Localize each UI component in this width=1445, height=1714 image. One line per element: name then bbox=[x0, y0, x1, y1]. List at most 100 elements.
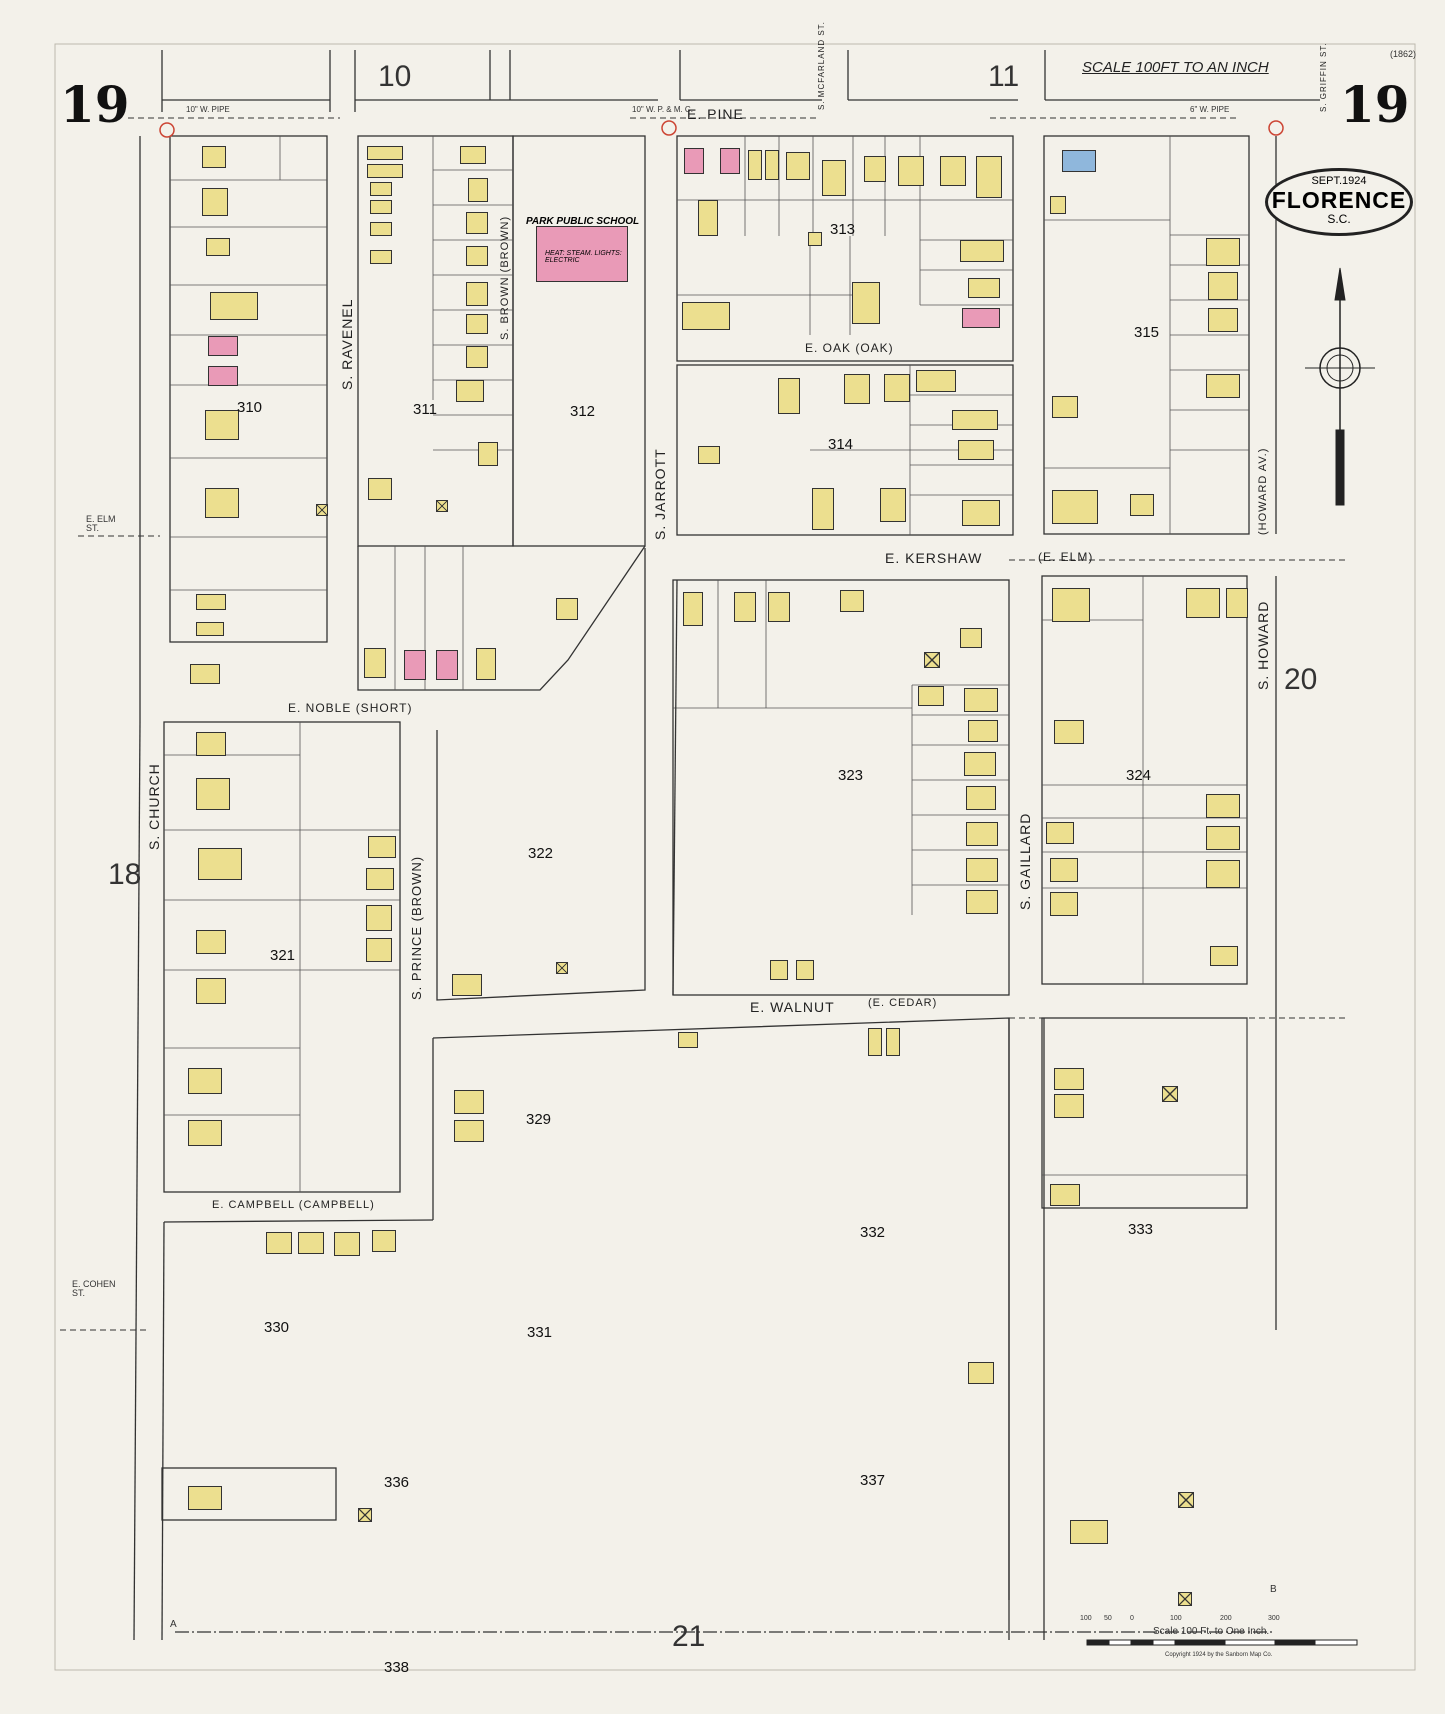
building-footprint bbox=[1052, 396, 1078, 418]
building-footprint bbox=[765, 150, 779, 180]
building-footprint bbox=[880, 488, 906, 522]
building-footprint bbox=[210, 292, 258, 320]
compass-rose bbox=[1305, 267, 1375, 506]
building-footprint bbox=[298, 1232, 324, 1254]
block-313: 313 bbox=[830, 221, 856, 238]
building-footprint bbox=[918, 686, 944, 706]
building-footprint bbox=[1052, 490, 1098, 524]
building-footprint bbox=[778, 378, 800, 414]
block-336: 336 bbox=[384, 1474, 410, 1491]
building-footprint bbox=[962, 308, 1000, 328]
building-footprint bbox=[436, 650, 458, 680]
building-footprint bbox=[884, 374, 910, 402]
building-footprint bbox=[1050, 892, 1078, 916]
block-315: 315 bbox=[1134, 324, 1160, 341]
building-footprint bbox=[370, 250, 392, 264]
street-e-elm-st: E. ELM ST. bbox=[86, 514, 116, 533]
street-s-griffin: S. GRIFFIN ST. bbox=[1319, 42, 1328, 112]
street-e-walnut: E. WALNUT bbox=[750, 999, 835, 1015]
block-310: 310 bbox=[237, 399, 263, 416]
building-footprint bbox=[202, 146, 226, 168]
scale-tick-5: 300 bbox=[1268, 1615, 1280, 1622]
vacant-lot-marker bbox=[358, 1508, 372, 1522]
scale-bar bbox=[1086, 1639, 1358, 1646]
sheet-reference: (1862) bbox=[1390, 49, 1417, 59]
building-footprint bbox=[678, 1032, 698, 1048]
building-footprint bbox=[966, 786, 996, 810]
building-footprint bbox=[468, 178, 488, 202]
footer-copyright: Copyright 1924 by the Sanborn Map Co. bbox=[1165, 1652, 1273, 1658]
building-footprint bbox=[266, 1232, 292, 1254]
street-e-walnut-alt: (E. CEDAR) bbox=[868, 997, 938, 1009]
building-footprint bbox=[748, 150, 762, 180]
scale-tick-1: 50 bbox=[1104, 1615, 1112, 1622]
building-footprint bbox=[976, 156, 1002, 198]
building-footprint bbox=[196, 930, 226, 954]
block-324: 324 bbox=[1126, 767, 1152, 784]
building-footprint bbox=[844, 374, 870, 404]
building-footprint bbox=[1206, 238, 1240, 266]
scale-tick-3: 100 bbox=[1170, 1615, 1182, 1622]
pipe-label-2: 10" W. P. & M. C. bbox=[632, 105, 693, 114]
building-footprint bbox=[1050, 1184, 1080, 1206]
block-311: 311 bbox=[413, 401, 437, 418]
building-footprint bbox=[196, 978, 226, 1004]
building-footprint bbox=[196, 594, 226, 610]
building-footprint bbox=[367, 164, 403, 178]
building-footprint bbox=[958, 440, 994, 460]
building-footprint bbox=[1226, 588, 1248, 618]
building-footprint bbox=[404, 650, 426, 680]
building-footprint bbox=[1054, 1068, 1084, 1090]
building-footprint bbox=[960, 628, 982, 648]
block-332: 332 bbox=[860, 1224, 886, 1241]
corner-number-right: 19 bbox=[1340, 75, 1410, 134]
building-footprint bbox=[683, 592, 703, 626]
block-338: 338 bbox=[384, 1659, 410, 1676]
street-s-brown: S. BROWN (BROWN) bbox=[499, 215, 511, 340]
building-footprint bbox=[370, 182, 392, 196]
scale-tick-4: 200 bbox=[1220, 1615, 1232, 1622]
pipe-lines bbox=[60, 117, 1345, 1331]
building-footprint bbox=[698, 446, 720, 464]
building-footprint bbox=[916, 370, 956, 392]
building-footprint bbox=[1054, 720, 1084, 744]
building-footprint bbox=[1210, 946, 1238, 966]
building-footprint bbox=[1052, 588, 1090, 622]
building-footprint bbox=[966, 822, 998, 846]
block-337: 337 bbox=[860, 1472, 886, 1489]
building-footprint bbox=[864, 156, 886, 182]
building-footprint bbox=[1062, 150, 1096, 172]
adjacent-sheet-top-left: 10 bbox=[378, 60, 412, 93]
building-footprint bbox=[208, 336, 238, 356]
lot-lines bbox=[164, 136, 1249, 1192]
street-e-kershaw-alt: (E. ELM) bbox=[1038, 550, 1094, 564]
block-321: 321 bbox=[270, 947, 296, 964]
building-footprint bbox=[198, 848, 242, 880]
building-footprint bbox=[364, 648, 386, 678]
building-footprint bbox=[682, 302, 730, 330]
date-stamp: SEPT.1924 FLORENCE S.C. bbox=[1265, 168, 1413, 236]
building-footprint bbox=[968, 1362, 994, 1384]
building-footprint bbox=[370, 200, 392, 214]
building-footprint bbox=[968, 720, 998, 742]
top-edge-lines bbox=[161, 50, 1320, 112]
building-footprint bbox=[188, 1068, 222, 1094]
block-323: 323 bbox=[838, 767, 864, 784]
building-footprint bbox=[466, 246, 488, 266]
building-footprint bbox=[1206, 860, 1240, 888]
street-e-kershaw: E. KERSHAW bbox=[885, 550, 983, 566]
stamp-city: FLORENCE bbox=[1271, 187, 1407, 213]
street-s-howard: S. HOWARD bbox=[1255, 600, 1271, 690]
building-footprint bbox=[868, 1028, 882, 1056]
building-footprint bbox=[460, 146, 486, 164]
building-footprint bbox=[366, 905, 392, 931]
building-footprint bbox=[962, 500, 1000, 526]
fire-alarm-markers bbox=[159, 120, 1284, 138]
building-footprint bbox=[188, 1120, 222, 1146]
building-footprint bbox=[454, 1120, 484, 1142]
stamp-state: S.C. bbox=[1327, 212, 1351, 226]
street-e-cohen-st: E. COHEN ST. bbox=[72, 1279, 116, 1298]
street-e-noble: E. NOBLE (SHORT) bbox=[288, 701, 413, 715]
building-footprint bbox=[368, 478, 392, 500]
